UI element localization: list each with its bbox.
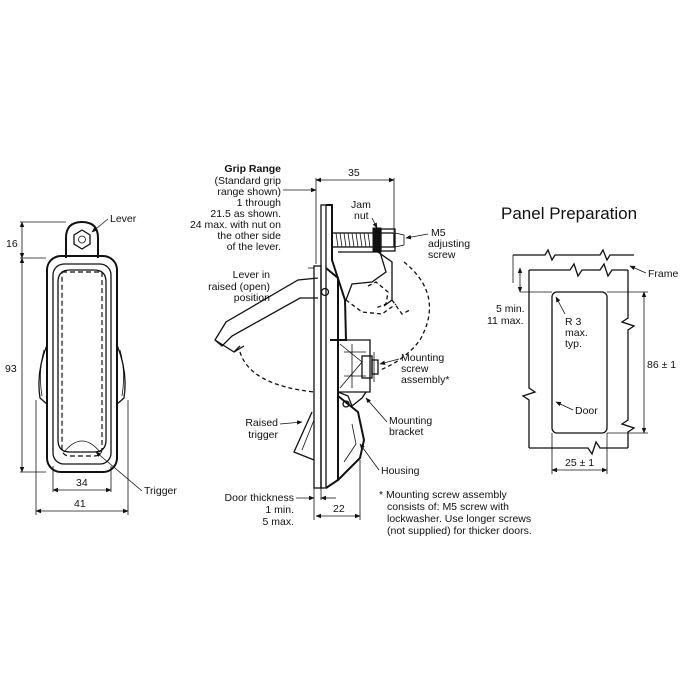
front-trigger-outline <box>61 271 103 457</box>
dim-25: 25 ± 1 <box>565 457 594 469</box>
svg-text:typ.: typ. <box>565 338 582 350</box>
housing-label: Housing <box>381 465 420 477</box>
svg-text:max.: max. <box>565 327 588 339</box>
dim-41: 41 <box>74 498 86 510</box>
dim-35: 35 <box>348 167 360 179</box>
svg-text:bracket: bracket <box>389 426 424 438</box>
mounting-bracket-label: Mounting <box>389 415 432 427</box>
svg-text:of the lever.: of the lever. <box>227 241 281 253</box>
svg-text:(not supplied) for thicker doo: (not supplied) for thicker doors. <box>387 525 532 537</box>
svg-text:the other side: the other side <box>217 230 281 242</box>
mounting-screw-label: Mounting <box>401 352 444 364</box>
svg-text:screw: screw <box>401 363 429 375</box>
raised-lever-phantom <box>214 277 319 353</box>
svg-text:screw: screw <box>428 249 456 261</box>
svg-text:1 through: 1 through <box>237 197 282 209</box>
svg-text:assembly*: assembly* <box>401 374 449 386</box>
svg-text:position: position <box>234 292 270 304</box>
raised-trigger-label: Raised <box>245 417 278 429</box>
jam-nut-label: Jam <box>351 199 371 211</box>
svg-text:consists of: M5 screw with: consists of: M5 screw with <box>387 501 509 513</box>
svg-text:* Mounting screw assembly: * Mounting screw assembly <box>379 489 508 501</box>
frame-label: Frame <box>648 268 678 280</box>
mounting-screw-assembly <box>338 339 379 393</box>
door-panel <box>313 265 322 489</box>
svg-text:1 min.: 1 min. <box>265 504 294 516</box>
svg-text:trigger: trigger <box>248 429 278 441</box>
door-cutout <box>551 291 608 434</box>
panel-title: Panel Preparation <box>501 204 637 223</box>
svg-text:adjusting: adjusting <box>428 238 470 250</box>
svg-text:5 max.: 5 max. <box>262 516 294 528</box>
panel-preparation: Panel Preparation Frame 5 min. 11 max. R… <box>487 204 678 474</box>
dim-93: 93 <box>5 363 17 375</box>
radius-label: R 3 <box>565 316 582 328</box>
lever-knob <box>65 220 99 258</box>
svg-text:21.5 as shown.: 21.5 as shown. <box>210 208 281 220</box>
raised-lever-label: Lever in <box>233 269 271 281</box>
svg-text:(Standard grip: (Standard grip <box>214 175 281 187</box>
front-housing <box>46 255 118 473</box>
svg-text:lockwasher. Use longer screws: lockwasher. Use longer screws <box>387 513 531 525</box>
dim-16: 16 <box>6 238 18 250</box>
front-view: Lever 16 93 34 41 Trigger <box>5 213 177 515</box>
footnote: * Mounting screw assembly consists of: M… <box>379 489 532 537</box>
door-label: Door <box>575 405 598 417</box>
dim-22: 22 <box>333 503 345 515</box>
grip-range-note: Grip Range (Standard grip range shown) 1… <box>190 163 317 253</box>
door-thickness-label: Door thickness <box>225 492 294 504</box>
clearance-label: 5 min. <box>496 303 525 315</box>
side-view: Grip Range (Standard grip range shown) 1… <box>190 163 532 537</box>
lever-label: Lever <box>110 213 137 225</box>
trigger-label: Trigger <box>144 485 177 497</box>
dim-34: 34 <box>76 477 88 489</box>
svg-text:raised (open): raised (open) <box>208 281 270 293</box>
dim-86: 86 ± 1 <box>647 359 676 371</box>
panel-outline <box>529 262 628 278</box>
m5-screw-label: M5 <box>431 227 446 239</box>
svg-text:11 max.: 11 max. <box>487 315 524 327</box>
svg-text:range shown): range shown) <box>217 186 281 198</box>
svg-text:24 max. with nut on: 24 max. with nut on <box>190 219 281 231</box>
svg-text:Grip Range: Grip Range <box>224 163 281 175</box>
adjusting-screw <box>331 227 405 253</box>
svg-text:nut: nut <box>354 210 369 222</box>
